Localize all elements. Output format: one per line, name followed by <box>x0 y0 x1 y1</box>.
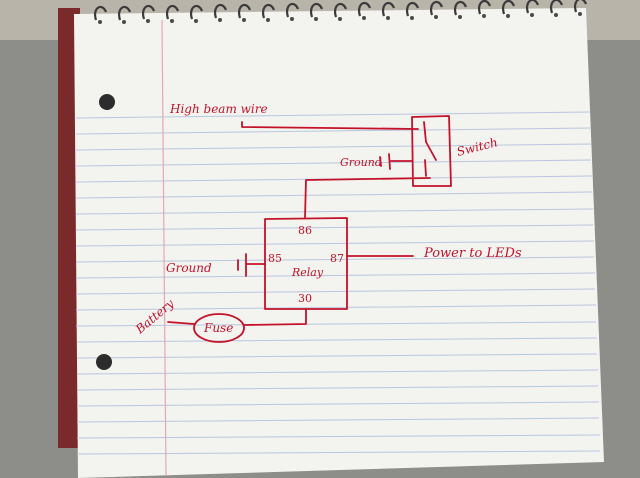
spiral-holes <box>98 12 582 24</box>
relay-ground-symbol <box>237 253 266 277</box>
punch-hole-bottom <box>96 354 112 370</box>
battery-wire <box>167 321 195 325</box>
relay-box <box>264 217 348 310</box>
high-beam-wire-label: High beam wire <box>169 102 268 116</box>
switch-box <box>411 115 452 187</box>
power-to-leds-label: Power to LEDs <box>423 246 522 261</box>
relay-pin-86: 86 <box>298 224 312 237</box>
margin-line <box>161 19 167 477</box>
relay-pin-87: 87 <box>330 252 344 265</box>
switch-ground-label: Ground <box>340 156 382 169</box>
relay-pin-85: 85 <box>268 252 282 265</box>
high-beam-wire <box>241 121 419 130</box>
switch-contacts <box>423 121 437 177</box>
relay-pin-30: 30 <box>298 292 312 305</box>
fuse-label: Fuse <box>203 321 233 335</box>
switch-to-relay-wire <box>304 177 431 219</box>
fuse-symbol <box>193 313 245 343</box>
relay-label: Relay <box>291 266 324 279</box>
relay-ground-label: Ground <box>166 261 212 275</box>
notebook-cover-edge <box>58 8 80 448</box>
switch-ground-symbol <box>379 153 413 170</box>
wiring-diagram: High beam wire Switch Ground 86 85 87 Re… <box>132 102 522 343</box>
relay-30-wire <box>243 308 307 326</box>
punch-hole-top <box>99 94 115 110</box>
spiral-binding <box>94 0 588 21</box>
